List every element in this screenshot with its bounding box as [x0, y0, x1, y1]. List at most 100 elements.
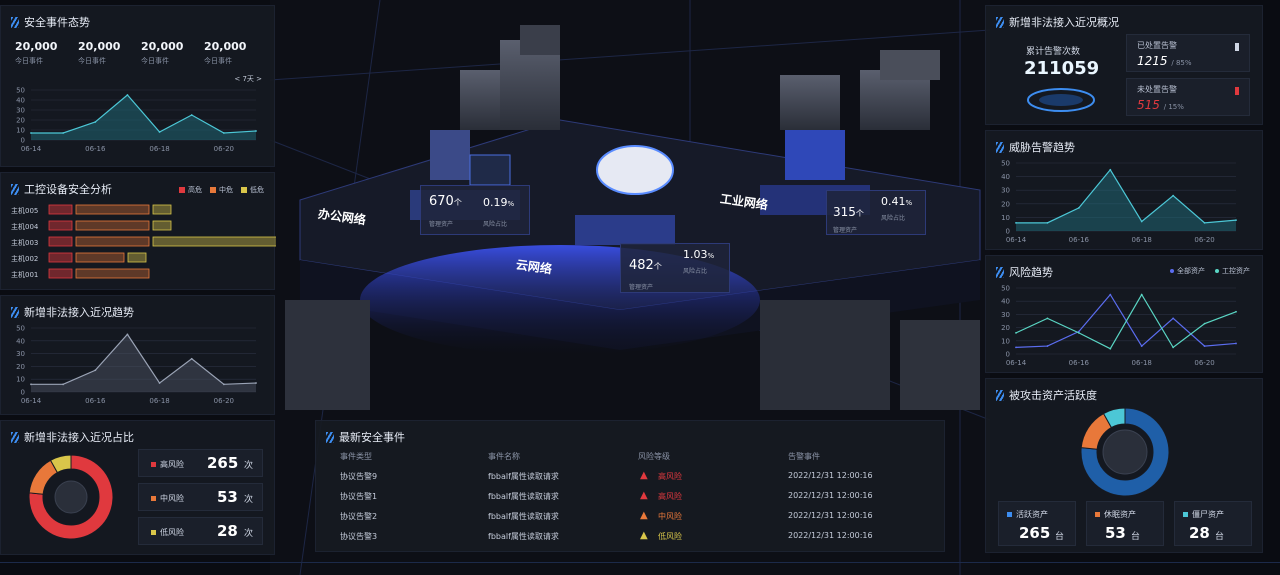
asset-card-dormant[interactable]: 休眠资产 53 台: [1086, 501, 1164, 546]
data-point: [1109, 168, 1112, 171]
unhandled-alerts-card[interactable]: 未处置告警 515 / 15%: [1126, 78, 1250, 116]
data-point: [1015, 346, 1017, 349]
bottom-decoration: [0, 562, 1280, 575]
y-tick-label: 20: [1001, 200, 1010, 208]
warning-icon: ▲: [640, 530, 648, 541]
bar-segment: [48, 268, 73, 279]
risk-dot: [151, 462, 156, 467]
handled-alerts-card[interactable]: 已处置告警 1215 / 85%: [1126, 34, 1250, 72]
office-count-label: 管理资产: [429, 221, 454, 228]
y-tick-label: 40: [1001, 298, 1010, 306]
event-name: fbbalf属性读取请求: [488, 472, 559, 481]
stat-label: 今日事件: [78, 57, 106, 65]
area-fill: [1016, 169, 1236, 231]
platform-ring-icon: [1027, 88, 1095, 112]
cloud-pct-unit: %: [707, 252, 715, 260]
handled-pct: / 85%: [1171, 59, 1192, 67]
legend-label: 高危: [188, 186, 202, 194]
data-point: [1235, 219, 1237, 222]
cloud-pct: 1.03: [683, 248, 708, 261]
y-tick-label: 30: [16, 350, 25, 358]
y-tick-label: 10: [1001, 337, 1010, 345]
title-marker-icon: [996, 141, 1004, 153]
panel-title: 被攻击资产活跃度: [1009, 389, 1097, 402]
bar-segment: [75, 220, 150, 231]
asset-card-active[interactable]: 活跃资产 265 台: [998, 501, 1076, 546]
series-line: [1015, 293, 1237, 348]
office-network-stats[interactable]: 670个 管理资产 0.19% 风险占比: [420, 185, 530, 235]
asset-unit: 台: [1131, 532, 1141, 542]
y-category-label: 主机002: [11, 254, 38, 263]
pie-slice: [1102, 407, 1126, 429]
legend-item: 工控资产: [1215, 266, 1250, 276]
asset-label: 僵尸资产: [1192, 510, 1224, 519]
unhandled-label: 未处置告警: [1137, 85, 1177, 94]
data-point: [30, 383, 32, 386]
stat-value: 20,000: [15, 40, 58, 53]
ratio-label: 高风险: [160, 460, 184, 469]
asset-label: 活跃资产: [1016, 510, 1048, 519]
panel-title: 最新安全事件: [339, 431, 405, 444]
data-point: [190, 357, 193, 360]
cloud-count-label: 管理资产: [629, 284, 654, 291]
panel-title: 风险趋势: [1009, 266, 1053, 279]
event-name: fbbalf属性读取请求: [488, 532, 559, 541]
risk-dot: [151, 530, 156, 535]
series-line: [1016, 168, 1237, 224]
asset-activity-panel: 被攻击资产活跃度 活跃资产 265 台 休眠资产 53 台 僵尸资产 28 台: [985, 378, 1263, 553]
industrial-network-stats[interactable]: 315个 管理资产 0.41% 风险占比: [826, 190, 926, 235]
office-pct-label: 风险占比: [483, 221, 508, 228]
bar-segment: [152, 204, 172, 215]
data-point: [1015, 221, 1017, 224]
data-point: [94, 121, 97, 123]
asset-dot: [1095, 512, 1100, 517]
bar-segment: [75, 252, 125, 263]
data-point: [62, 383, 65, 386]
x-tick-label: 06-16: [85, 397, 106, 405]
cloud-network-stats[interactable]: 482个 管理资产 1.03% 风险占比: [620, 243, 730, 293]
data-point: [1172, 346, 1175, 349]
title-marker-icon: [996, 16, 1004, 28]
ratio-unit: 次: [244, 495, 254, 505]
range-selector[interactable]: < 7天 >: [234, 75, 262, 83]
ratio-card-mid[interactable]: 中风险 53 次: [138, 483, 263, 511]
stat-value: 20,000: [78, 40, 121, 53]
y-tick-label: 10: [16, 376, 25, 384]
x-tick-label: 06-20: [214, 145, 234, 153]
title-marker-icon: [996, 266, 1004, 278]
legend-label: 全部资产: [1177, 267, 1205, 275]
total-alerts-value: 211059: [1024, 58, 1100, 79]
data-point: [1046, 345, 1049, 347]
event-name: fbbalf属性读取请求: [488, 492, 559, 501]
ratio-card-low[interactable]: 低风险 28 次: [138, 517, 263, 545]
asset-unit: 台: [1215, 532, 1225, 542]
y-tick-label: 50: [16, 325, 25, 333]
stat-label: 今日事件: [204, 57, 232, 65]
asset-card-zombie[interactable]: 僵尸资产 28 台: [1174, 501, 1252, 546]
y-tick-label: 20: [1001, 324, 1010, 332]
x-tick-label: 06-14: [1006, 359, 1027, 367]
unhandled-pct: / 15%: [1163, 103, 1184, 111]
panel-title: 安全事件态势: [24, 16, 90, 29]
cloud-pct-label: 风险占比: [683, 268, 708, 275]
data-point: [255, 382, 257, 384]
legend-swatch: [1215, 269, 1219, 273]
bar-segment: [48, 204, 73, 215]
y-category-label: 主机003: [11, 238, 38, 247]
legend-label: 中危: [219, 186, 233, 194]
x-tick-label: 06-18: [149, 397, 169, 405]
ratio-card-high[interactable]: 高风险 265 次: [138, 449, 263, 477]
data-point: [1046, 221, 1049, 224]
risk-level: 低风险: [658, 532, 682, 541]
data-point: [94, 369, 97, 372]
title-marker-icon: [11, 183, 19, 195]
asset-unit: 台: [1055, 532, 1065, 542]
donut-center: [1102, 429, 1148, 475]
bar-segment: [75, 268, 150, 279]
